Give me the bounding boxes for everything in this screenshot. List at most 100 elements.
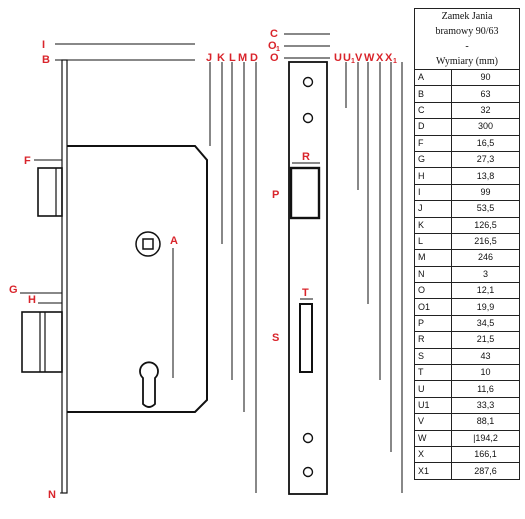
dimension-value: 99 xyxy=(451,183,520,202)
label-s: S xyxy=(272,332,279,344)
dead-bolt xyxy=(21,311,63,373)
dimension-value: 12,1 xyxy=(451,282,520,300)
dimension-key: A xyxy=(414,68,452,87)
dimension-value: 33,3 xyxy=(451,396,520,415)
lock-case xyxy=(67,145,208,413)
dimension-value: 32 xyxy=(451,101,520,120)
handle-follower xyxy=(135,231,161,257)
lock-faceplate xyxy=(61,59,68,494)
dimension-value: 246 xyxy=(451,249,520,267)
table-title-line2: bramowy 90/63 xyxy=(435,26,499,37)
label-g: G xyxy=(9,284,18,296)
label-j: J xyxy=(206,52,212,64)
dimension-value: 21,5 xyxy=(451,331,520,349)
screw-hole-top xyxy=(302,76,314,88)
screw-hole-upper xyxy=(302,112,314,124)
label-x1: X xyxy=(385,52,393,64)
dimension-key: K xyxy=(414,216,452,234)
label-o1: O xyxy=(268,40,277,52)
dimension-key: R xyxy=(414,331,452,349)
label-u1-sub: 1 xyxy=(351,58,355,65)
label-f: F xyxy=(24,155,31,167)
dimension-key: T xyxy=(414,364,452,382)
dimension-key: J xyxy=(414,200,452,218)
dimension-key: F xyxy=(414,134,452,152)
dimension-value: 11,6 xyxy=(451,380,520,398)
dimension-value: 43 xyxy=(451,347,520,366)
dimension-key: G xyxy=(414,150,452,169)
label-u1: U xyxy=(343,52,351,64)
dimension-value: |194,2 xyxy=(451,429,520,447)
dimension-key: X xyxy=(414,445,452,464)
label-u: U xyxy=(334,52,342,64)
lock-dimension-lines xyxy=(20,43,257,494)
label-c: C xyxy=(270,28,278,40)
label-i: I xyxy=(42,39,45,51)
dimension-value: 90 xyxy=(451,68,520,87)
dimension-value: 166,1 xyxy=(451,445,520,464)
dimension-key: O1 xyxy=(414,298,452,316)
dimension-value: 19,9 xyxy=(451,298,520,316)
dimension-key: M xyxy=(414,249,452,267)
label-p: P xyxy=(272,189,279,201)
dimension-key: L xyxy=(414,232,452,251)
label-v: V xyxy=(355,52,363,64)
table-title-line3: - xyxy=(465,41,469,52)
latch-bolt xyxy=(37,167,63,217)
dimension-value: 300 xyxy=(451,118,520,136)
dimension-key: W xyxy=(414,429,452,447)
dimension-value: 3 xyxy=(451,265,520,284)
dimension-key: U xyxy=(414,380,452,398)
dimension-key: O xyxy=(414,282,452,300)
dimension-key: P xyxy=(414,314,452,333)
dimension-value: 13,8 xyxy=(451,167,520,185)
label-h: H xyxy=(28,294,36,306)
dimension-value: 16,5 xyxy=(451,134,520,152)
lock-drawing: I B J K L M D C O 1 O U U 1 V W X X 1 F … xyxy=(9,28,403,501)
label-r: R xyxy=(302,151,310,163)
label-d: D xyxy=(250,52,258,64)
table-title: Zamek Jania bramowy 90/63 - Wymiary (mm) xyxy=(414,8,520,70)
dimension-value: 10 xyxy=(451,364,520,382)
table-row: W|194,2 xyxy=(414,429,520,447)
dimension-key: I xyxy=(414,183,452,202)
label-o1-sub: 1 xyxy=(276,46,280,53)
screw-hole-bottom xyxy=(302,466,314,478)
cylinder-hole xyxy=(139,361,159,408)
dimension-value: 216,5 xyxy=(451,232,520,251)
latch-opening xyxy=(289,166,321,220)
label-x1-sub: 1 xyxy=(393,58,397,65)
dimension-key: S xyxy=(414,347,452,366)
dimension-value: 63 xyxy=(451,85,520,103)
label-n: N xyxy=(48,489,56,501)
table-title-line4: Wymiary (mm) xyxy=(436,56,498,67)
dimension-key: N xyxy=(414,265,452,284)
dimension-value: 27,3 xyxy=(451,150,520,169)
dimension-value: 126,5 xyxy=(451,216,520,234)
dimension-key: X1 xyxy=(414,462,452,480)
dimension-key: D xyxy=(414,118,452,136)
bolt-opening xyxy=(299,303,313,373)
strike-plate-outline xyxy=(288,61,328,495)
label-l: L xyxy=(229,52,236,64)
